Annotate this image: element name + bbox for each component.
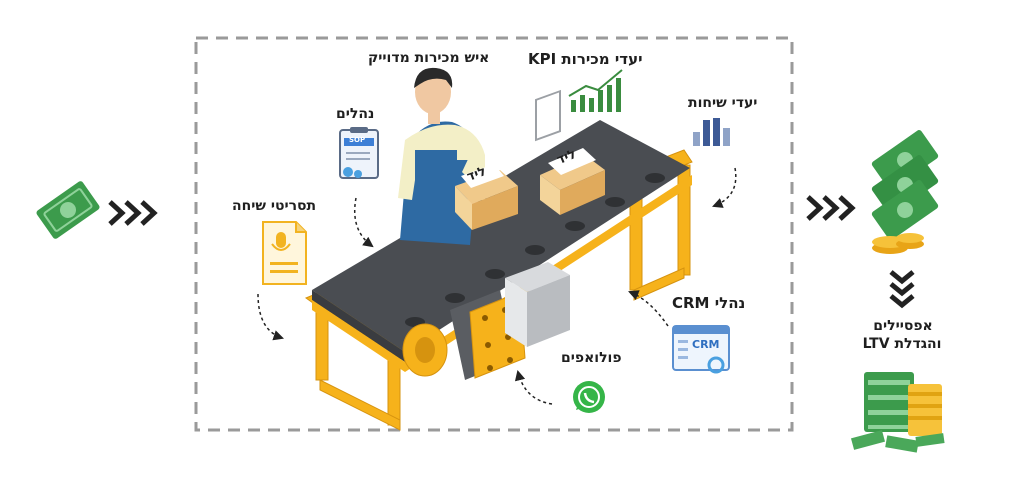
lead-box-held xyxy=(455,164,518,230)
money-pile-icon xyxy=(850,372,945,453)
sop-document-icon xyxy=(339,127,379,179)
label-followups: פולואפים xyxy=(561,350,622,366)
sop-label: SOP xyxy=(349,136,366,144)
crm-window-icon xyxy=(672,325,730,374)
kpi-chart-icon xyxy=(568,69,623,112)
chevron-arrows-icon xyxy=(806,195,856,221)
control-box xyxy=(505,89,570,347)
label-call-goals: יעדי שיחות xyxy=(688,95,758,111)
label-upsell-1: אפסיילים xyxy=(873,318,933,334)
label-salesperson: איש מכירות מדוייק xyxy=(368,50,490,66)
money-stack-icon xyxy=(871,130,939,240)
process-border xyxy=(194,36,794,432)
script-document-icon xyxy=(262,221,307,285)
crm-icon-label: CRM xyxy=(692,338,720,351)
whatsapp-icon xyxy=(573,381,605,413)
bar-chart-icon xyxy=(693,118,730,146)
chevron-down-icon xyxy=(889,270,915,309)
label-upsell-2: והגדלת LTV xyxy=(862,336,942,352)
chevron-arrows-icon xyxy=(108,200,158,226)
connector-arrows xyxy=(257,167,737,405)
label-call-script: תסריטי שיחה xyxy=(232,198,317,214)
money-bill-icon xyxy=(36,181,100,239)
label-crm-management: נהלי CRM xyxy=(672,294,746,312)
motor-gear-icon xyxy=(402,323,448,377)
coins-icon xyxy=(872,233,924,254)
lead-box-belt xyxy=(540,148,605,215)
label-sales-kpi: יעדי מכירות KPI xyxy=(528,50,643,68)
label-procedures: נהלים xyxy=(336,106,375,122)
